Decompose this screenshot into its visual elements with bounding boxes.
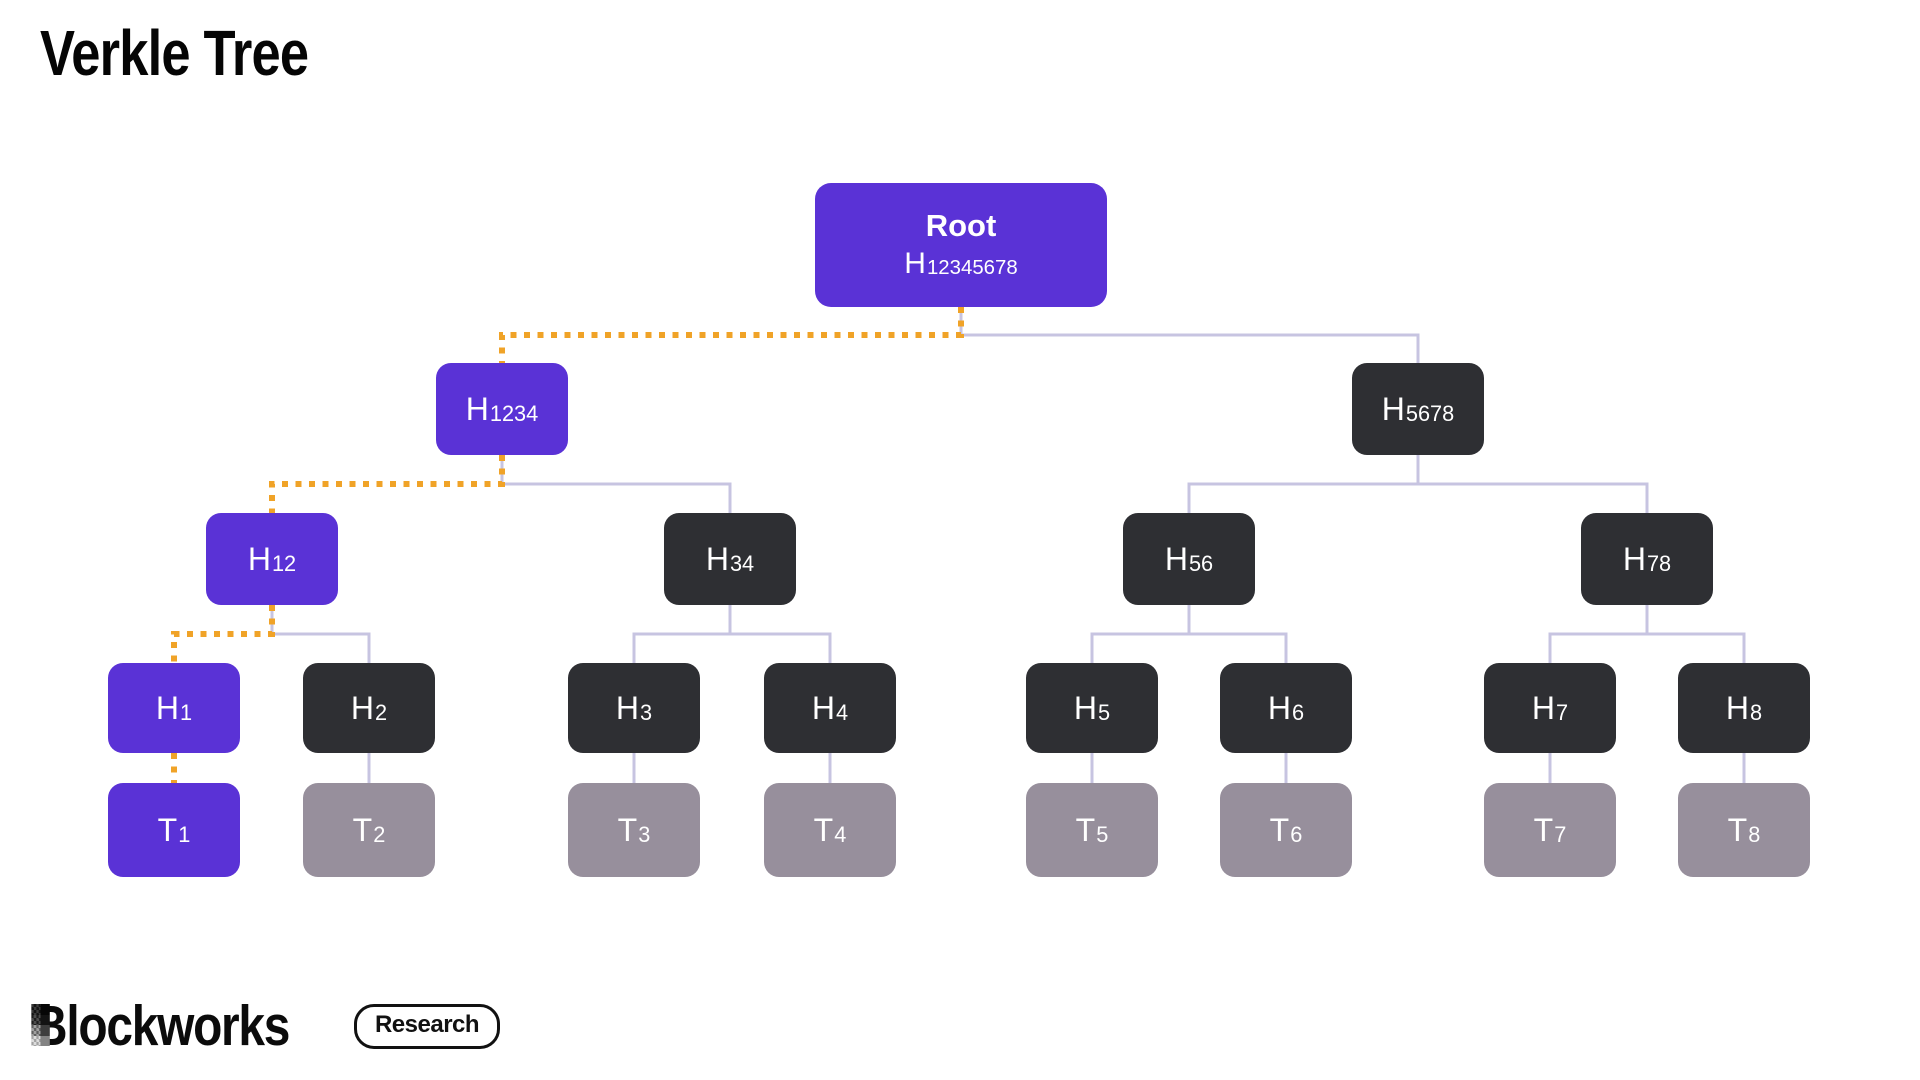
research-badge: Research — [353, 1004, 501, 1049]
node-hash-label: T3 — [617, 811, 651, 848]
node-hash-label: H12 — [247, 540, 297, 577]
node-hash-label: T5 — [1075, 811, 1109, 848]
node-h1234: H1234 — [436, 363, 568, 455]
node-hash-label: H34 — [705, 540, 755, 577]
node-hash-label: T8 — [1727, 811, 1761, 848]
edge-h5678-h78 — [1416, 455, 1649, 513]
node-h4: H4 — [764, 663, 896, 753]
node-hash-label: H8 — [1725, 689, 1763, 726]
node-h2: H2 — [303, 663, 435, 753]
node-h5: H5 — [1026, 663, 1158, 753]
root-node-label: Root — [925, 208, 997, 244]
edge-h78-h8 — [1645, 605, 1746, 663]
node-h56: H56 — [1123, 513, 1255, 605]
node-hash-label: H1 — [155, 689, 193, 726]
node-hash-label: H7 — [1531, 689, 1569, 726]
node-hash-label: H3 — [615, 689, 653, 726]
node-t2: T2 — [303, 783, 435, 877]
node-t5: T5 — [1026, 783, 1158, 877]
node-hash-label: H4 — [811, 689, 849, 726]
node-hash-label: T6 — [1269, 811, 1303, 848]
node-h34: H34 — [664, 513, 796, 605]
blockworks-wordmark: B lockworks — [31, 994, 290, 1058]
node-hash-label: H56 — [1164, 540, 1214, 577]
node-hash-label: T2 — [352, 811, 386, 848]
pixel-mosaic-icon — [31, 1004, 50, 1046]
blockworks-logo: B lockworks Research — [31, 994, 501, 1058]
node-hash-label: H78 — [1622, 540, 1672, 577]
edge-h12-h1-proof-path — [171, 605, 275, 663]
node-hash-label: H6 — [1267, 689, 1305, 726]
node-h78: H78 — [1581, 513, 1713, 605]
edge-root-h1234-proof-path — [499, 307, 964, 363]
node-h12: H12 — [206, 513, 338, 605]
page-title: Verkle Tree — [40, 17, 309, 89]
node-hash-label: T7 — [1533, 811, 1567, 848]
node-t7: T7 — [1484, 783, 1616, 877]
node-h3: H3 — [568, 663, 700, 753]
node-h7: H7 — [1484, 663, 1616, 753]
node-hash-label: T1 — [157, 811, 191, 848]
edge-h56-h6 — [1187, 605, 1288, 663]
node-t3: T3 — [568, 783, 700, 877]
edge-h34-h4 — [728, 605, 832, 663]
node-hash-label: H5 — [1073, 689, 1111, 726]
node-hash-label: H1234 — [465, 390, 539, 427]
node-h6: H6 — [1220, 663, 1352, 753]
node-hash-label: H12345678 — [904, 247, 1018, 281]
node-t1: T1 — [108, 783, 240, 877]
edge-h1234-h12-proof-path — [269, 455, 505, 513]
node-hash-label: H2 — [350, 689, 388, 726]
node-h1: H1 — [108, 663, 240, 753]
node-t8: T8 — [1678, 783, 1810, 877]
blockworks-logo-mark: B — [31, 998, 68, 1055]
node-t4: T4 — [764, 783, 896, 877]
node-h5678: H5678 — [1352, 363, 1484, 455]
node-t6: T6 — [1220, 783, 1352, 877]
node-hash-label: T4 — [813, 811, 847, 848]
brand-text: lockworks — [66, 994, 290, 1058]
node-hash-label: H5678 — [1381, 390, 1455, 427]
node-h8: H8 — [1678, 663, 1810, 753]
